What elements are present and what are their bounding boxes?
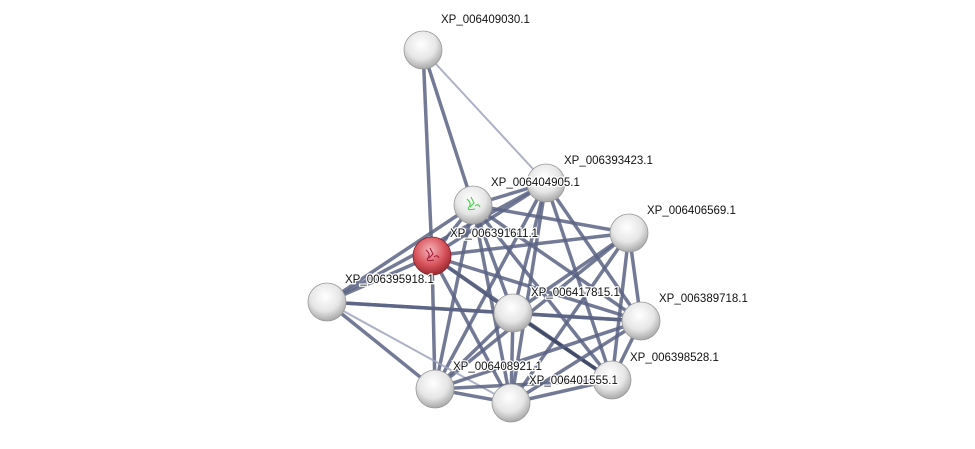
edge-XP_006391611.1-XP_006401555.1[interactable] xyxy=(430,255,513,404)
node-sphere[interactable] xyxy=(491,383,531,423)
node-label: XP_006391611.1 xyxy=(450,228,538,240)
node-label: XP_006417815.1 xyxy=(531,287,620,299)
node-XP_006417815.1[interactable] xyxy=(493,293,533,333)
node-sphere[interactable] xyxy=(609,213,649,253)
node-label: XP_006395918.1 xyxy=(345,274,434,286)
edge-XP_006409030.1-XP_006404905.1[interactable] xyxy=(421,49,475,206)
protein-structure-icon xyxy=(425,247,440,262)
node-XP_006391611.1[interactable] xyxy=(412,236,452,276)
node-XP_006395918.1[interactable] xyxy=(307,282,347,322)
edge-XP_006393423.1-XP_006401555.1[interactable] xyxy=(509,182,548,404)
node-sphere[interactable] xyxy=(403,30,443,70)
protein-structure-icon xyxy=(466,196,481,211)
edge-XP_006404905.1-XP_006406569.1[interactable] xyxy=(472,203,630,235)
edge-XP_006391611.1-XP_006408921.1[interactable] xyxy=(430,255,437,390)
node-sphere[interactable] xyxy=(526,163,566,203)
node-sphere[interactable] xyxy=(453,185,493,225)
node-label: XP_006393423.1 xyxy=(564,155,653,167)
node-XP_006409030.1[interactable] xyxy=(403,30,443,70)
node-XP_006389718.1[interactable] xyxy=(621,301,661,341)
edge-XP_006395918.1-XP_006408921.1[interactable] xyxy=(325,300,437,391)
edge-XP_006391611.1-XP_006389718.1[interactable] xyxy=(431,254,642,323)
edge-XP_006406569.1-XP_006398528.1[interactable] xyxy=(610,232,631,381)
node-XP_006406569.1[interactable] xyxy=(609,213,649,253)
node-label: XP_006389718.1 xyxy=(659,293,748,305)
node-sphere[interactable] xyxy=(621,301,661,341)
node-sphere[interactable] xyxy=(592,360,632,400)
edge-XP_006393423.1-XP_006408921.1[interactable] xyxy=(433,182,548,390)
edge-XP_006393423.1-XP_006389718.1[interactable] xyxy=(544,182,643,322)
node-XP_006408921.1[interactable] xyxy=(415,369,455,409)
edge-XP_006404905.1-XP_006401555.1[interactable] xyxy=(471,204,513,404)
node-label: XP_006404905.1 xyxy=(491,177,580,189)
node-XP_006404905.1[interactable] xyxy=(453,185,493,225)
node-sphere[interactable] xyxy=(415,369,455,409)
node-label: XP_006398528.1 xyxy=(630,352,719,364)
node-XP_006401555.1[interactable] xyxy=(491,383,531,423)
node-XP_006398528.1[interactable] xyxy=(592,360,632,400)
edge-XP_006391611.1-XP_006406569.1[interactable] xyxy=(431,231,630,258)
edge-XP_006409030.1-XP_006393423.1[interactable] xyxy=(422,49,547,184)
edge-XP_006398528.1-XP_006408921.1[interactable] xyxy=(434,378,613,391)
node-label: XP_006409030.1 xyxy=(441,14,530,26)
edge-XP_006389718.1-XP_006408921.1[interactable] xyxy=(434,319,642,391)
node-label: XP_006408921.1 xyxy=(453,361,542,373)
node-sphere[interactable] xyxy=(412,236,452,276)
node-label: XP_006401555.1 xyxy=(529,375,618,387)
edge-XP_006404905.1-XP_006395918.1[interactable] xyxy=(326,203,474,304)
edge-XP_006409030.1-XP_006391611.1[interactable] xyxy=(421,49,434,257)
node-label: XP_006406569.1 xyxy=(647,205,736,217)
edge-XP_006393423.1-XP_006417815.1[interactable] xyxy=(511,182,548,314)
node-XP_006393423.1[interactable] xyxy=(526,163,566,203)
node-sphere[interactable] xyxy=(307,282,347,322)
edge-XP_006404905.1-XP_006389718.1[interactable] xyxy=(472,203,642,323)
node-sphere[interactable] xyxy=(493,293,533,333)
edge-XP_006389718.1-XP_006401555.1[interactable] xyxy=(510,319,642,405)
edge-XP_006417815.1-XP_006389718.1[interactable] xyxy=(512,311,642,323)
